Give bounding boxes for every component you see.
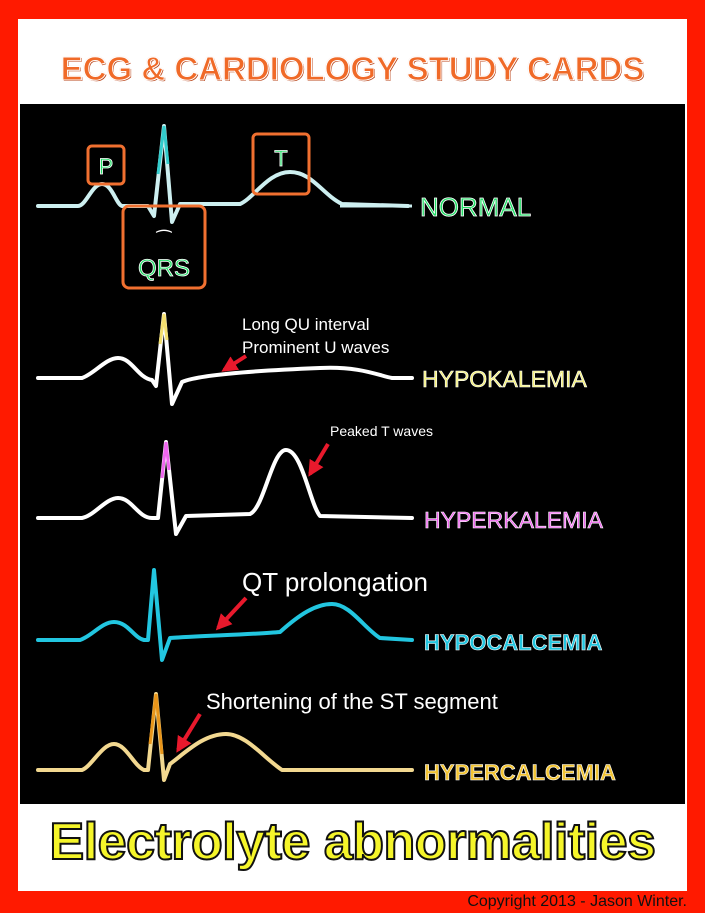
hypokalemia-annotation-line1: Long QU interval xyxy=(242,315,370,334)
hyperkalemia-label: HYPERKALEMIA xyxy=(424,507,604,533)
hypokalemia-label: HYPOKALEMIA xyxy=(422,366,588,392)
qrs-bracket: ⁀ xyxy=(156,228,173,251)
hypercalcemia-label: HYPERCALCEMIA xyxy=(424,760,616,785)
t-wave-box xyxy=(251,132,311,196)
hypokalemia-waveform xyxy=(36,312,414,406)
hypocalcemia-waveform-group: QT prolongation HYPOCALCEMIA xyxy=(36,567,603,662)
hypercalcemia-arrow xyxy=(176,712,202,753)
ecg-diagram: P T ⁀ QRS NORMAL Long QU interval Promin… xyxy=(36,124,616,785)
p-wave-box xyxy=(86,144,126,186)
hyperkalemia-arrow xyxy=(308,442,330,477)
p-wave-label: P xyxy=(99,154,114,179)
card-title: ECG & CARDIOLOGY STUDY CARDS xyxy=(60,50,645,88)
hypokalemia-arrow xyxy=(221,354,248,372)
normal-label: NORMAL xyxy=(420,192,531,222)
hypercalcemia-qrs-highlight xyxy=(148,693,164,755)
ecg-panel: P T ⁀ QRS NORMAL Long QU interval Promin… xyxy=(20,104,685,804)
hypokalemia-waveform-group: Long QU interval Prominent U waves HYPOK… xyxy=(36,312,588,406)
hypocalcemia-arrow xyxy=(215,596,248,631)
normal-qrs-highlight xyxy=(156,125,170,175)
hypercalcemia-waveform xyxy=(36,692,414,782)
hypercalcemia-waveform-group: Shortening of the ST segment HYPERCALCEM… xyxy=(36,689,616,785)
hypocalcemia-waveform xyxy=(36,568,414,662)
qrs-label: QRS xyxy=(138,255,190,282)
bottom-title: Electrolyte abnormalities xyxy=(49,812,657,872)
hypocalcemia-annotation: QT prolongation xyxy=(242,567,428,597)
normal-waveform xyxy=(36,124,410,224)
hyperkalemia-annotation: Peaked T waves xyxy=(330,423,433,439)
hyperkalemia-waveform xyxy=(36,440,414,536)
hypercalcemia-annotation: Shortening of the ST segment xyxy=(206,689,498,714)
normal-waveform-group: P T ⁀ QRS NORMAL xyxy=(36,124,532,290)
hypokalemia-qrs-highlight xyxy=(158,313,169,345)
hypokalemia-annotation-line2: Prominent U waves xyxy=(242,338,389,357)
copyright-text: Copyright 2013 - Jason Winter. xyxy=(467,893,687,910)
qrs-box xyxy=(121,204,207,290)
hyperkalemia-qrs-highlight xyxy=(160,441,171,479)
hypocalcemia-label: HYPOCALCEMIA xyxy=(424,630,603,655)
hyperkalemia-waveform-group: Peaked T waves HYPERKALEMIA xyxy=(36,423,604,536)
t-wave-label: T xyxy=(274,146,287,171)
